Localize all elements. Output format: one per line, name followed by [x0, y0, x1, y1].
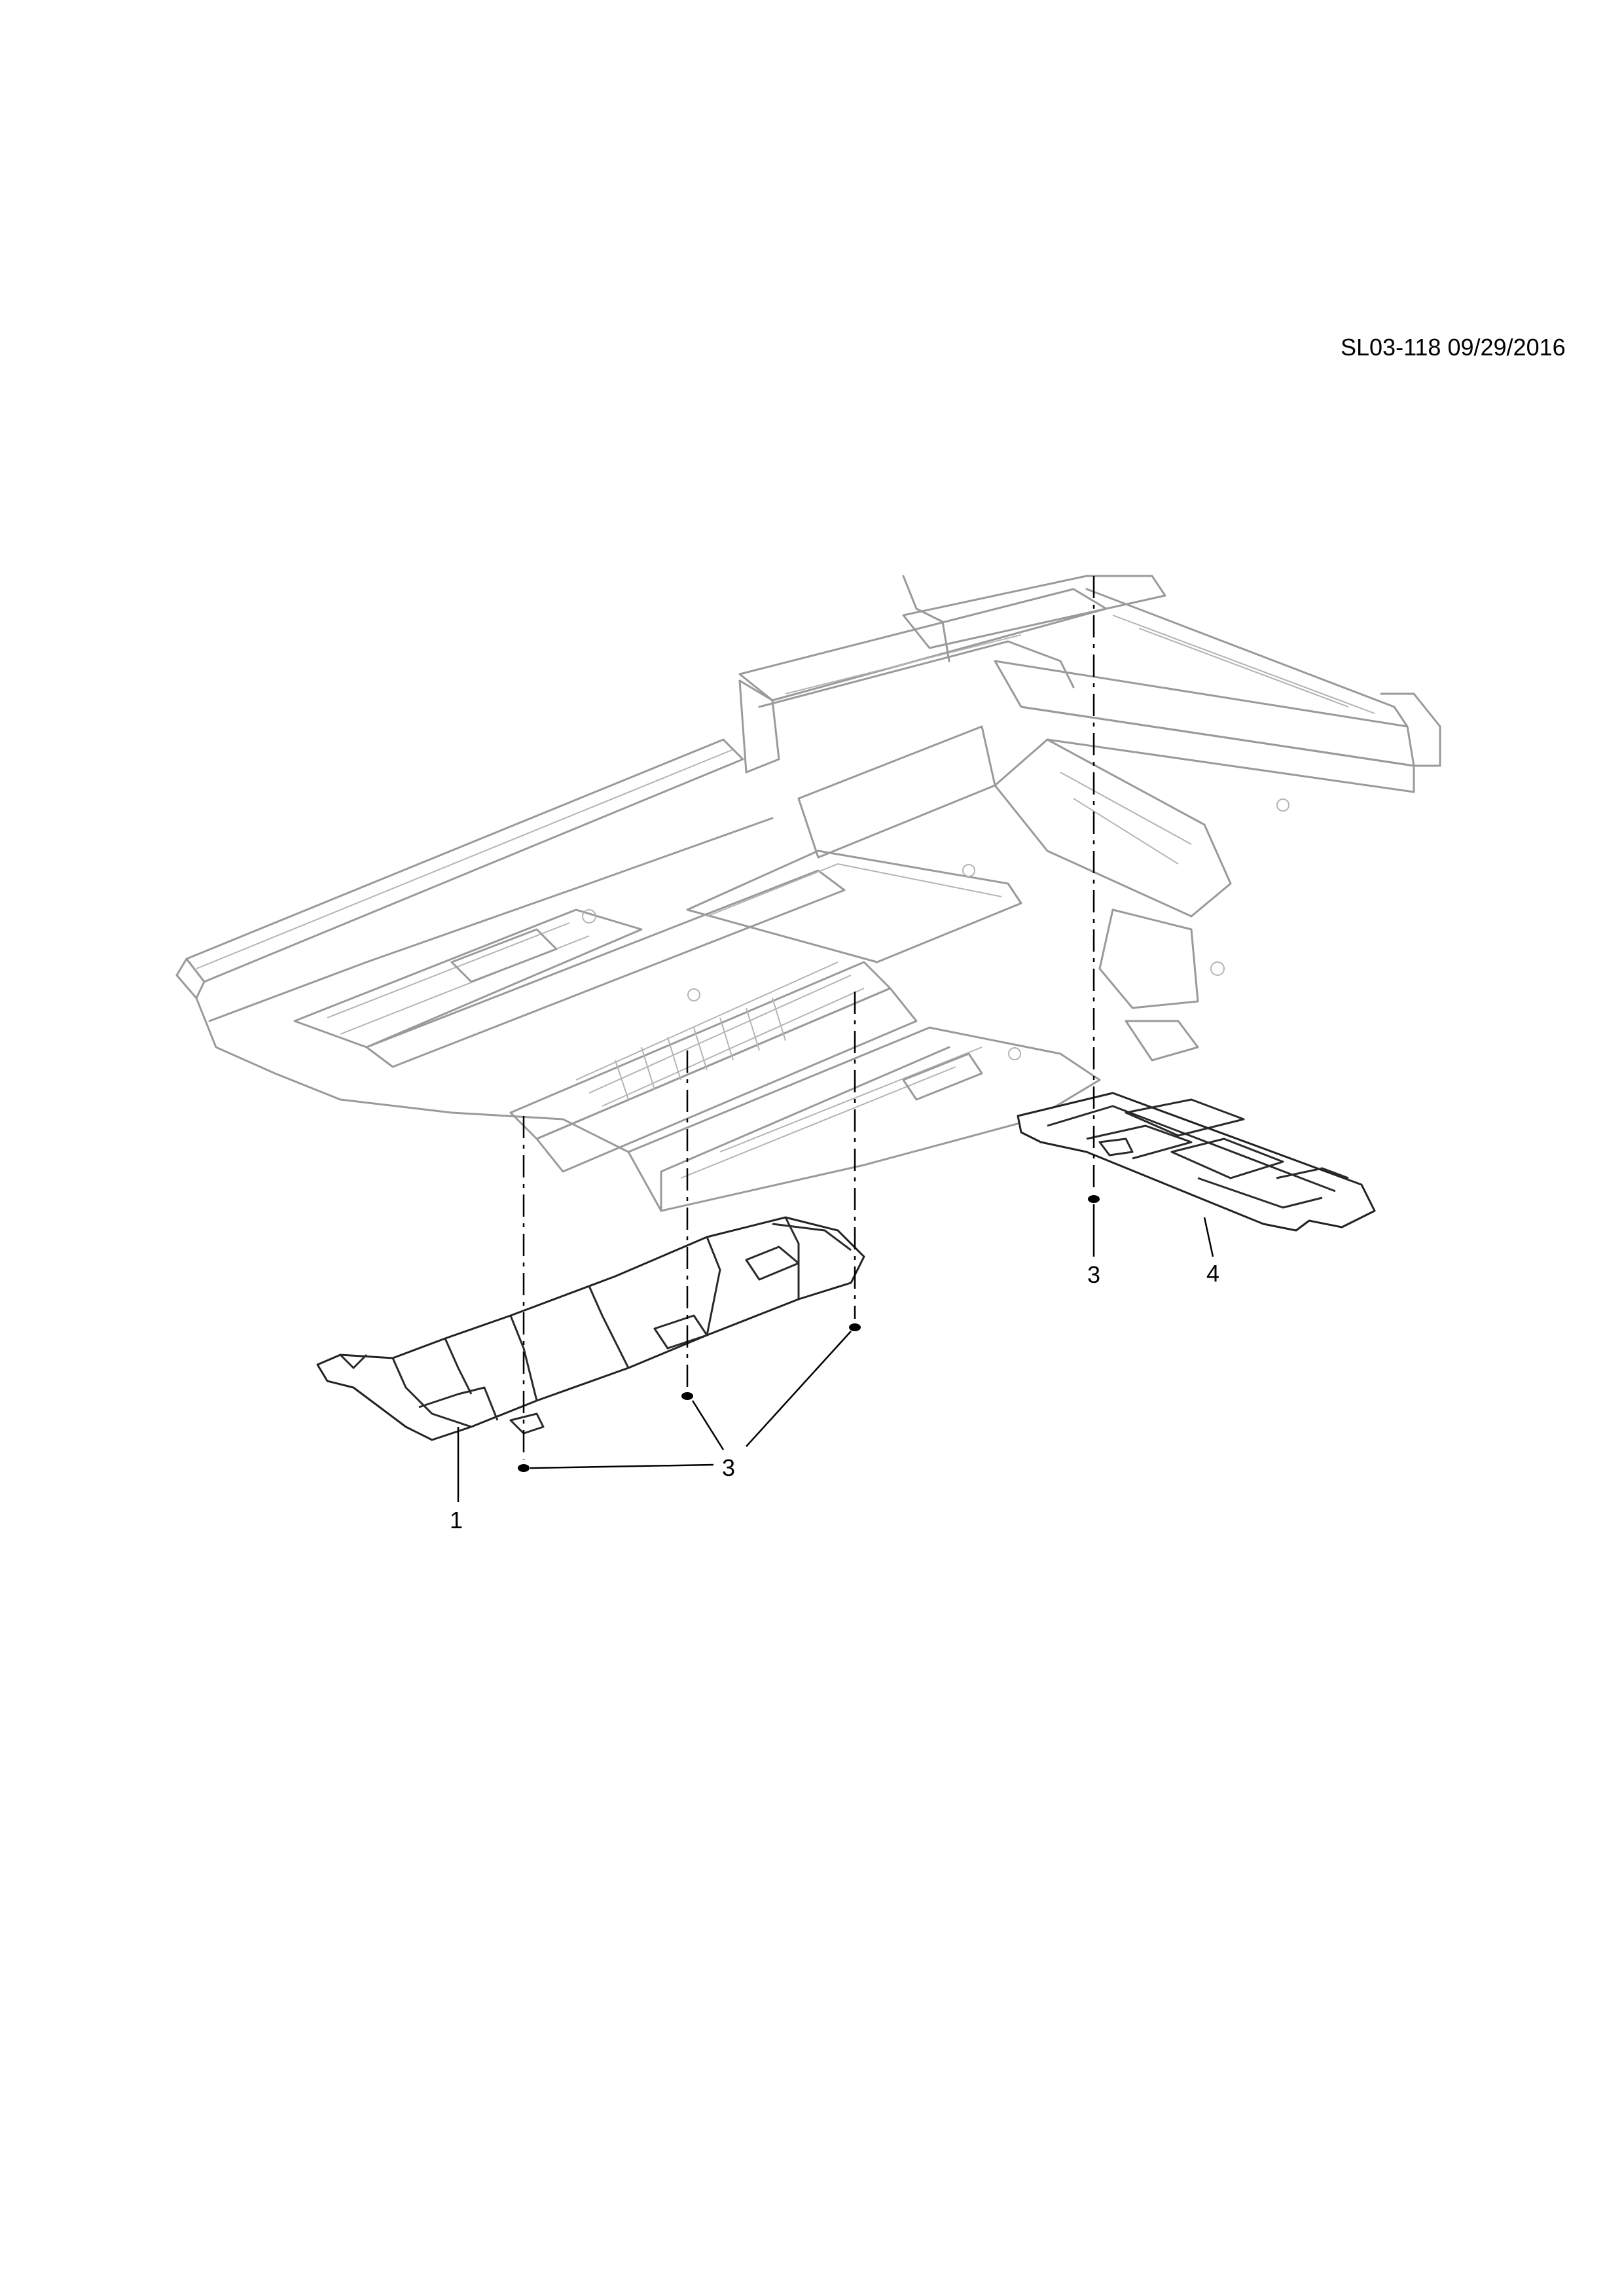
- callout-part-4: 4: [1206, 1260, 1220, 1287]
- sheet-reference: SL03-118 09/29/2016: [1341, 334, 1566, 361]
- callout-leaders: [457, 1204, 1214, 1502]
- fastener-nut: [849, 1323, 861, 1331]
- fasteners-item-3: [518, 1195, 1100, 1472]
- callout-part-3-left: 3: [722, 1454, 736, 1481]
- fastener-nut: [1088, 1195, 1100, 1203]
- part-4-underbody-panel: [1017, 1092, 1376, 1232]
- vehicle-underbody-illustration: [175, 575, 1441, 1212]
- fastener-nut: [681, 1392, 693, 1400]
- assembly-centerlines: [522, 576, 1095, 1460]
- callout-part-1: 1: [450, 1507, 463, 1534]
- callout-part-3-right: 3: [1087, 1261, 1101, 1288]
- part-1-heat-shield: [316, 1216, 865, 1441]
- fastener-nut: [518, 1464, 530, 1472]
